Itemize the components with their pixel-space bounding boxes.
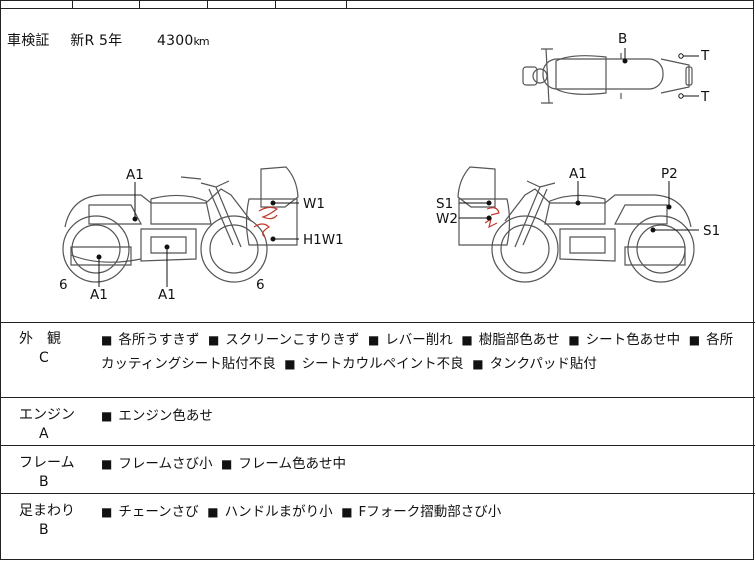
- section-notes: ■エンジン色あせ: [101, 404, 746, 428]
- note-item: ■タンクパッド貼付: [472, 356, 597, 372]
- note-item: ■エンジン色あせ: [101, 408, 213, 424]
- registration-label: 車検証: [7, 33, 50, 49]
- mark-label: T: [700, 48, 710, 64]
- mark-label: B: [618, 31, 627, 47]
- mark-label: 6: [59, 277, 68, 293]
- table-divider: [346, 0, 347, 8]
- mark-label: S1: [703, 223, 720, 239]
- top-table-edge: [1, 0, 753, 9]
- top-view-motorcycle: [522, 48, 693, 104]
- table-divider: [275, 0, 276, 8]
- note-item: ■各所うすきず: [101, 332, 200, 348]
- section-grade: B: [39, 522, 49, 538]
- section-grade: B: [39, 474, 49, 490]
- note-item: ■フレームさび小: [101, 456, 213, 472]
- note-item: ■樹脂部色あせ: [461, 332, 560, 348]
- note-item: ■ハンドルまがり小: [207, 504, 333, 520]
- damage-diagram: B T T A1 W1 H1W1 6 A1 A1 6 A1 P2 S1 W2 S…: [59, 31, 720, 303]
- mark-label: S1: [436, 196, 453, 212]
- mark-label: W1: [303, 196, 325, 212]
- note-item: ■チェーンさび: [101, 504, 199, 520]
- damage-scribbles: [253, 206, 500, 238]
- right-view-motorcycle: [457, 166, 695, 283]
- mark-label: W2: [436, 211, 458, 227]
- mark-label: A1: [126, 167, 144, 183]
- section-grade: C: [39, 350, 49, 366]
- section-frame: フレーム B ■フレームさび小 ■フレーム色あせ中: [1, 446, 755, 494]
- table-divider: [72, 0, 73, 8]
- table-divider: [207, 0, 208, 8]
- mark-label: T: [700, 89, 710, 105]
- section-notes: ■フレームさび小 ■フレーム色あせ中: [101, 452, 746, 476]
- section-exterior: 外 観 C ■各所うすきず ■スクリーンこすりきず ■レバー削れ ■樹脂部色あせ…: [1, 322, 755, 398]
- mark-label: H1W1: [303, 232, 344, 248]
- section-label: 外 観: [19, 331, 61, 347]
- section-label: フレーム: [19, 455, 75, 471]
- mark-label: A1: [158, 287, 176, 303]
- registration-line: 車検証 新R 5年 4300km: [7, 30, 210, 50]
- section-label: 足まわり: [19, 503, 75, 519]
- note-item: ■各所カッティングシート貼付不良: [101, 332, 734, 372]
- section-label: エンジン: [19, 407, 75, 423]
- mark-label: 6: [256, 277, 265, 293]
- note-item: ■Fフォーク摺動部さび小: [341, 504, 502, 520]
- section-suspension: 足まわり B ■チェーンさび ■ハンドルまがり小 ■Fフォーク摺動部さび小: [1, 494, 755, 561]
- mileage-value: 4300: [157, 33, 194, 49]
- diagram-divider: [1, 322, 755, 323]
- registration-value: 新R 5年: [70, 33, 123, 49]
- note-item: ■レバー削れ: [367, 332, 453, 348]
- mark-label: A1: [90, 287, 108, 303]
- note-item: ■シート色あせ中: [568, 332, 681, 348]
- table-divider: [139, 0, 140, 8]
- mileage-unit: km: [193, 35, 209, 48]
- left-view-motorcycle: [62, 166, 299, 283]
- section-notes: ■チェーンさび ■ハンドルまがり小 ■Fフォーク摺動部さび小: [101, 500, 746, 524]
- section-notes: ■各所うすきず ■スクリーンこすりきず ■レバー削れ ■樹脂部色あせ ■シート色…: [101, 328, 746, 376]
- note-item: ■シートカウルペイント不良: [284, 356, 464, 372]
- mark-label: A1: [569, 166, 587, 182]
- note-item: ■スクリーンこすりきず: [207, 332, 360, 348]
- note-item: ■フレーム色あせ中: [221, 456, 346, 472]
- section-engine: エンジン A ■エンジン色あせ: [1, 398, 755, 446]
- section-grade: A: [39, 426, 49, 442]
- mark-label: P2: [661, 166, 678, 182]
